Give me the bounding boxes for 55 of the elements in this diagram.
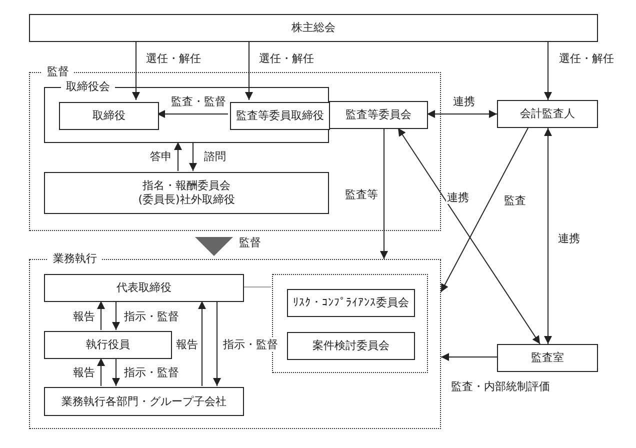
- arrow: [97, 358, 105, 386]
- arrow: [440, 128, 528, 292]
- edge-label: 監査等: [344, 188, 379, 201]
- edge-label: 報告: [72, 366, 96, 379]
- arrow: [213, 300, 221, 386]
- process-box: 監査室: [497, 344, 598, 372]
- edge-label: 報告: [72, 310, 96, 323]
- edge-label: 監査・内部統制評価: [450, 380, 551, 393]
- edge-label: 連携: [446, 191, 470, 204]
- edge-label: 選任・解任: [558, 52, 615, 65]
- arrow: [380, 128, 388, 260]
- connector-line: [242, 286, 272, 288]
- edge-label: 答申: [149, 150, 173, 163]
- arrow: [174, 142, 182, 172]
- edge-label: 指示・監督: [123, 310, 180, 323]
- edge-label: 監査: [503, 194, 527, 207]
- committee-box: [44, 172, 329, 214]
- arrow: [544, 128, 552, 344]
- edge-label: 選任・解任: [145, 52, 202, 65]
- arrow: [132, 42, 140, 100]
- arrow: [198, 300, 206, 386]
- process-box: 監査等委員取締役: [230, 102, 330, 130]
- edge-label: 連携: [557, 232, 581, 245]
- arrow: [97, 300, 105, 330]
- process-box: 案件検討委員会: [287, 332, 415, 360]
- arrow: [398, 128, 540, 344]
- arrow: [440, 353, 498, 361]
- edge-label: 監督: [238, 236, 262, 249]
- edge-label: 指示・監督: [123, 366, 180, 379]
- edge-label: 選任・解任: [258, 52, 315, 65]
- arrow: [189, 142, 197, 172]
- edge-label: 諮問: [203, 150, 227, 163]
- region-label: 監督: [42, 65, 74, 78]
- edge-label: 指示・監督: [222, 338, 279, 351]
- region-label: 業務執行: [48, 252, 102, 265]
- box-title: 指名・報酬委員会: [142, 179, 230, 193]
- arrow: [112, 300, 120, 330]
- edge-label: 報告: [175, 338, 199, 351]
- arrow: [544, 42, 552, 100]
- process-box: 取締役: [59, 102, 159, 130]
- arrow: [426, 110, 498, 118]
- region-label: 取締役会: [61, 80, 115, 93]
- box-subtitle: (委員長)社外取締役: [138, 193, 235, 207]
- process-box: 代表取締役: [44, 274, 244, 302]
- arrow: [112, 358, 120, 386]
- process-box: 監査等委員会: [329, 101, 428, 129]
- arrow: [245, 42, 253, 100]
- triangle-arrow: [195, 237, 233, 256]
- process-box: 業務執行各部門・グループ子会社: [44, 387, 244, 416]
- top-box: 株主総会: [29, 14, 598, 42]
- process-box: 執行役員: [44, 331, 172, 359]
- edge-label: 監査・監督: [170, 95, 227, 108]
- process-box: 会計監査人: [497, 100, 598, 128]
- process-box: ﾘｽｸ・ｺﾝﾌﾟﾗｲｱﾝｽ委員会: [287, 289, 415, 317]
- edge-label: 連携: [452, 95, 476, 108]
